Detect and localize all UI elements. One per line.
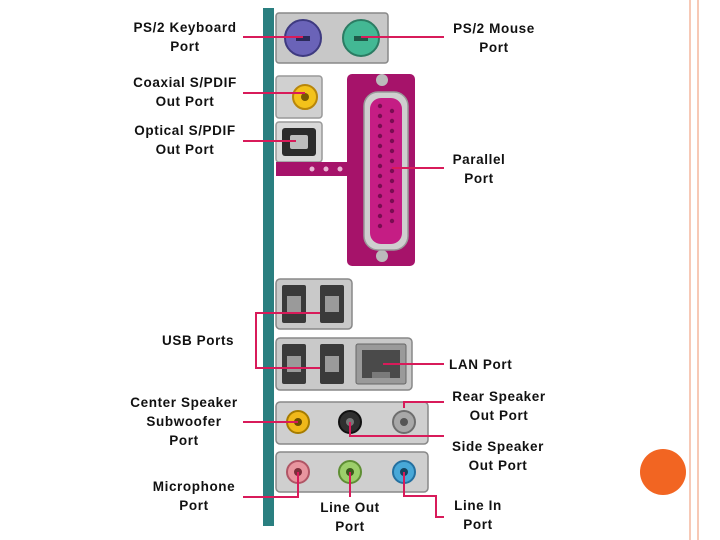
- callout-lines: [243, 36, 444, 518]
- label-microphone: Microphone Port: [140, 477, 248, 515]
- label-parallel: Parallel Port: [447, 150, 511, 188]
- label-line-in: Line In Port: [446, 496, 510, 534]
- parallel-port: [363, 74, 409, 262]
- label-line: Port: [335, 519, 365, 534]
- label-lan: LAN Port: [449, 355, 512, 374]
- usb-block-upper: [275, 278, 353, 330]
- label-line: Subwoofer: [146, 414, 222, 429]
- label-side-speaker: Side Speaker Out Port: [444, 437, 552, 475]
- label-line: Line In: [454, 498, 502, 513]
- slide-frame: [640, 0, 699, 540]
- label-line: Side Speaker: [452, 439, 544, 454]
- label-rear-speaker: Rear Speaker Out Port: [446, 387, 552, 425]
- label-line: Line Out: [320, 500, 380, 515]
- label-line: Port: [169, 433, 199, 448]
- label-line: Out Port: [155, 142, 215, 157]
- label-line-out: Line Out Port: [312, 498, 388, 536]
- label-ps2-keyboard: PS/2 Keyboard Port: [125, 18, 245, 56]
- label-line: Out Port: [469, 408, 529, 423]
- label-line: Out Port: [155, 94, 215, 109]
- label-usb: USB Ports: [162, 331, 234, 350]
- label-line: PS/2 Keyboard: [133, 20, 237, 35]
- label-ps2-mouse: PS/2 Mouse Port: [447, 19, 541, 57]
- label-line: Port: [464, 171, 494, 186]
- label-optical: Optical S/PDIF Out Port: [124, 121, 246, 159]
- label-line: LAN Port: [449, 357, 513, 372]
- board-edge: [263, 8, 274, 526]
- label-line: Rear Speaker: [452, 389, 546, 404]
- orange-circle-icon: [640, 449, 686, 495]
- audio-block: [275, 401, 429, 493]
- label-line: Coaxial S/PDIF: [133, 75, 237, 90]
- label-line: Port: [463, 517, 493, 532]
- label-coaxial: Coaxial S/PDIF Out Port: [124, 73, 246, 111]
- label-line: USB Ports: [162, 333, 235, 348]
- label-line: Optical S/PDIF: [134, 123, 236, 138]
- label-line: Out Port: [468, 458, 528, 473]
- label-line: Center Speaker: [130, 395, 238, 410]
- label-center-speaker: Center Speaker Subwoofer Port: [122, 393, 246, 450]
- label-line: Parallel: [452, 152, 506, 167]
- label-line: Port: [179, 498, 209, 513]
- label-line: PS/2 Mouse: [453, 21, 535, 36]
- label-line: Port: [170, 39, 200, 54]
- usb-lan-block: [275, 337, 413, 391]
- spdif-block: [275, 75, 323, 163]
- label-line: Port: [479, 40, 509, 55]
- label-line: Microphone: [152, 479, 236, 494]
